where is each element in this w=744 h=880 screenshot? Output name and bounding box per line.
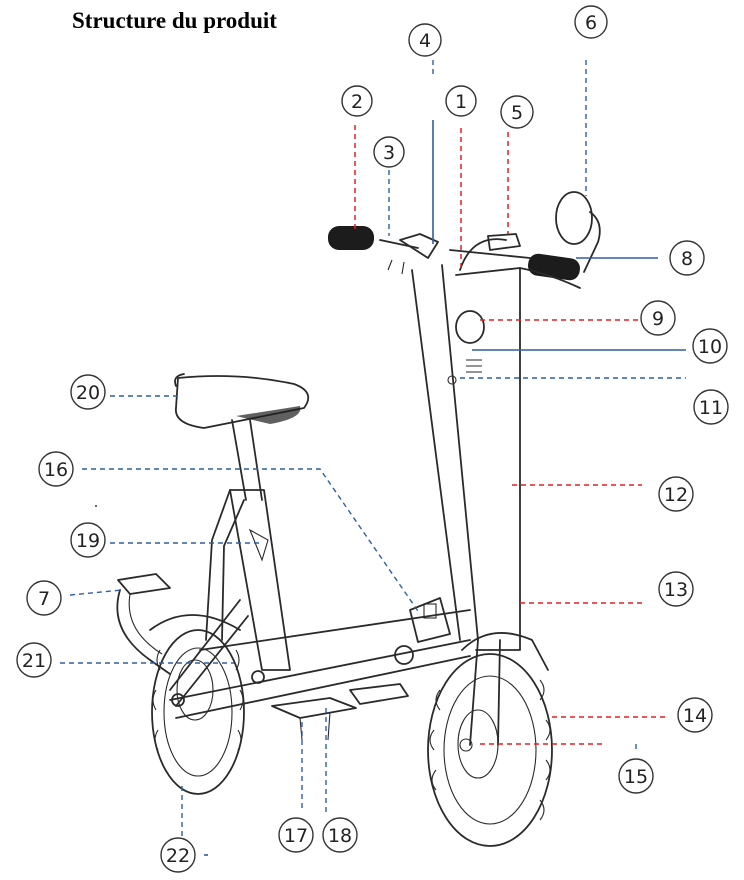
- callout-8: 8: [669, 240, 705, 276]
- callout-3: 3: [373, 136, 405, 168]
- callout-6: 6: [574, 5, 608, 39]
- svg-text:8: 8: [681, 248, 693, 270]
- front-wheel: [427, 653, 553, 847]
- callout-12: 12: [658, 476, 694, 512]
- svg-text:11: 11: [699, 397, 723, 419]
- seat: [174, 373, 310, 429]
- svg-text:17: 17: [284, 825, 308, 847]
- svg-text:22: 22: [166, 845, 190, 867]
- leader-lines: [60, 60, 686, 856]
- callout-19: 19: [70, 522, 106, 558]
- callout-10: 10: [692, 328, 728, 364]
- callout-11: 11: [693, 389, 729, 425]
- svg-text:19: 19: [76, 530, 100, 552]
- callout-7: 7: [26, 580, 62, 616]
- callout-14: 14: [677, 697, 713, 733]
- callout-17: 17: [278, 817, 314, 853]
- svg-text:20: 20: [76, 382, 100, 404]
- svg-text:10: 10: [698, 336, 722, 358]
- callout-22: 22: [160, 837, 196, 873]
- svg-text:3: 3: [383, 142, 395, 164]
- callout-21: 21: [16, 642, 52, 678]
- svg-text:21: 21: [22, 650, 46, 672]
- callouts: 1 2 3 4 5 6 7 8 9 10 11 12 13 14 15 16 1…: [16, 5, 729, 873]
- svg-text:9: 9: [652, 308, 664, 330]
- callout-16: 16: [38, 451, 74, 487]
- svg-text:16: 16: [44, 459, 68, 481]
- callout-20: 20: [70, 374, 106, 410]
- svg-text:7: 7: [38, 588, 50, 610]
- svg-text:2: 2: [351, 91, 363, 113]
- callout-15: 15: [618, 758, 654, 794]
- callout-1: 1: [445, 85, 477, 117]
- svg-text:5: 5: [511, 102, 523, 124]
- page-title: Structure du produit: [72, 8, 277, 33]
- callout-9: 9: [640, 300, 676, 336]
- svg-text:4: 4: [419, 30, 431, 52]
- svg-text:14: 14: [683, 705, 707, 727]
- callout-18: 18: [322, 817, 358, 853]
- svg-text:13: 13: [664, 579, 688, 601]
- callout-4: 4: [408, 23, 442, 57]
- svg-text:1: 1: [455, 91, 467, 113]
- svg-text:18: 18: [328, 825, 352, 847]
- rear-wheel: [149, 614, 245, 795]
- svg-text:12: 12: [664, 484, 688, 506]
- svg-text:15: 15: [624, 766, 648, 788]
- callout-13: 13: [658, 571, 694, 607]
- scooter-drawing: [116, 191, 601, 847]
- svg-text:6: 6: [585, 12, 597, 34]
- callout-2: 2: [341, 85, 373, 117]
- callout-5: 5: [500, 95, 534, 129]
